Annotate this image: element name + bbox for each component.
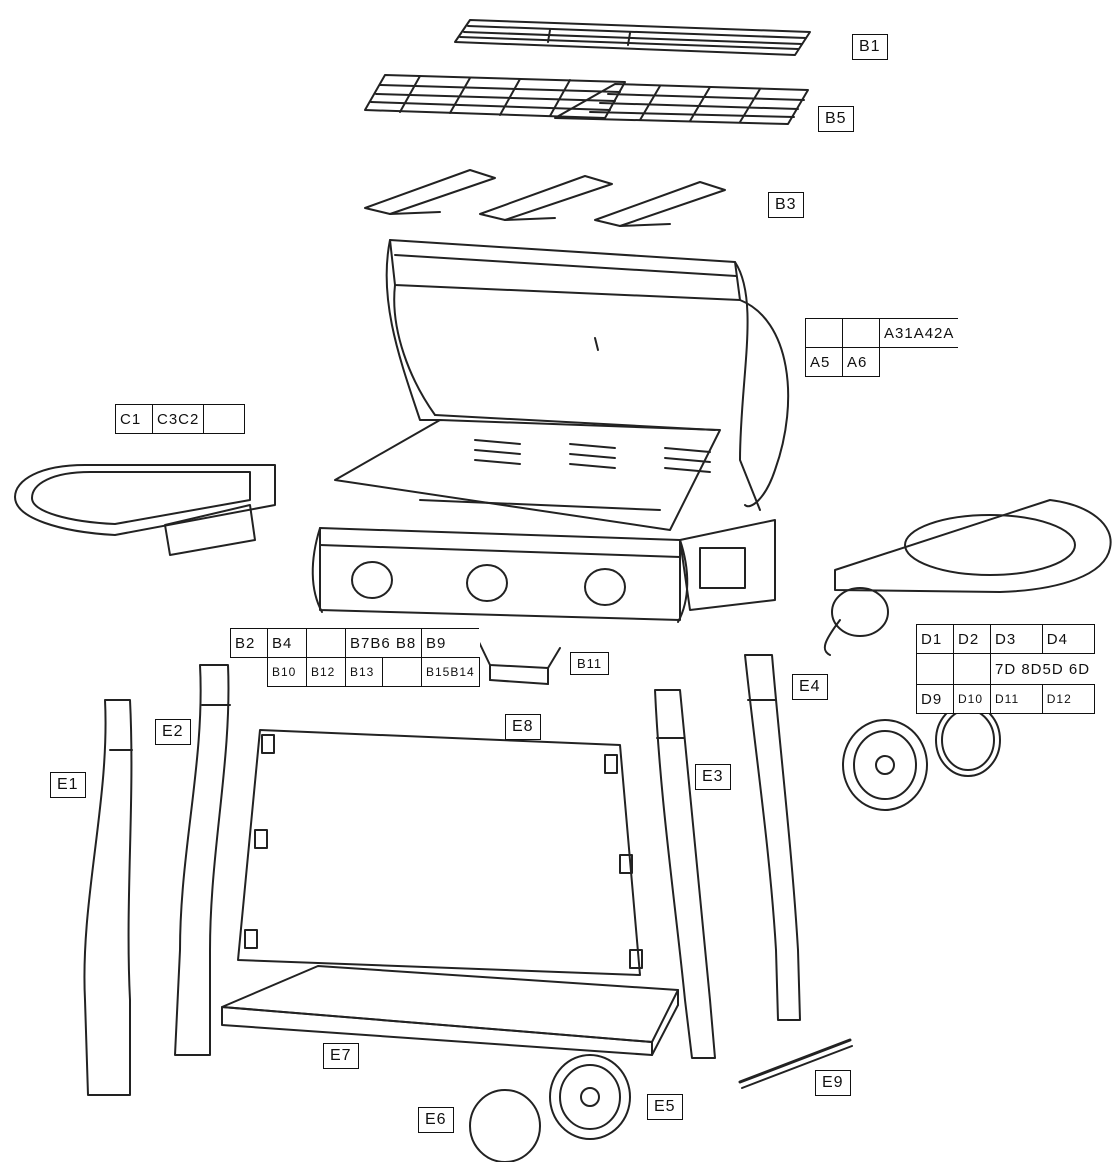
grill-lid-part (385, 239, 790, 511)
firebox-part (311, 419, 776, 623)
grid-d-cell: D1 (916, 624, 954, 654)
left-side-shelf-part (14, 464, 276, 556)
hubcap-e6-part (469, 1089, 541, 1162)
grid-b-cell: B12 (306, 657, 346, 687)
grid-a-cell: A5 (805, 347, 843, 377)
grid-c-cell: C3C2 (151, 404, 205, 434)
grid-a-spacer (880, 348, 959, 377)
grid-a-cell (805, 318, 843, 348)
grid-a-cell: A31A42A (879, 318, 959, 348)
grid-d-cell (953, 653, 991, 685)
label-e1: E1 (50, 772, 86, 798)
grid-a-cell: A6 (842, 347, 880, 377)
label-grid-d: D1 D2 D3 D4 7D 8D5D 6D D9 D10 D11 D12 (916, 624, 1095, 714)
warming-rack-part (454, 19, 811, 56)
label-e2: E2 (155, 719, 191, 745)
leg-e2-part (174, 664, 231, 1056)
label-grid-b: B2 B4 B7B6 B8 B9 B10 B12 B13 B15B14 (230, 628, 480, 687)
label-e5: E5 (647, 1094, 683, 1120)
label-b1: B1 (852, 34, 888, 60)
grid-d-cell: D4 (1041, 624, 1095, 654)
cooking-grates-part (364, 74, 809, 125)
grid-b-cell: B15B14 (421, 657, 480, 687)
label-e3: E3 (695, 764, 731, 790)
side-burner-part (823, 499, 1112, 656)
grid-b-cell (306, 628, 346, 658)
grid-b-cell: B2 (230, 628, 268, 658)
hubcap-rear-part (935, 703, 1001, 777)
flame-tamers-part (364, 169, 726, 227)
grid-d-cell: D12 (1041, 684, 1095, 714)
label-b5: B5 (818, 106, 854, 132)
label-e9: E9 (815, 1070, 851, 1096)
grid-c-cell: C1 (115, 404, 153, 434)
grid-c-cell (203, 404, 246, 434)
grid-b-cell: B7B6 B8 (345, 628, 422, 658)
grid-d-cell: D9 (916, 684, 954, 714)
grease-tray-part (477, 639, 561, 685)
leg-e3-part (654, 689, 716, 1059)
grid-d-cell: D10 (953, 684, 991, 714)
grid-d-cell (916, 653, 954, 685)
grid-b-cell: B10 (267, 657, 307, 687)
label-e4: E4 (792, 674, 828, 700)
grid-b-cell (382, 657, 422, 687)
label-e7: E7 (323, 1043, 359, 1069)
axle-part (738, 1038, 853, 1089)
grid-b-spacer (231, 658, 268, 687)
grid-d-cell: D2 (953, 624, 991, 654)
bottom-shelf-part (221, 965, 679, 1056)
grid-b-cell: B13 (345, 657, 383, 687)
grid-d-cell: 7D 8D5D 6D (990, 653, 1095, 685)
label-e8: E8 (505, 714, 541, 740)
grid-b-cell: B4 (267, 628, 307, 658)
label-grid-c: C1 C3C2 (115, 404, 246, 434)
wheel-rear-part (842, 719, 928, 811)
grid-b-cell: B9 (421, 628, 480, 658)
label-b11: B11 (570, 652, 610, 675)
back-panel-part (237, 729, 643, 976)
label-grid-a: A31A42A A5 A6 (805, 318, 959, 377)
grid-d-cell: D11 (990, 684, 1043, 714)
leg-e1-part (83, 699, 133, 1096)
grid-a-cell (842, 318, 880, 348)
label-b3: B3 (768, 192, 804, 218)
leg-e4-part (744, 654, 801, 1021)
label-e6: E6 (418, 1107, 454, 1133)
grid-d-cell: D3 (990, 624, 1043, 654)
wheel-e5-part (549, 1054, 631, 1140)
